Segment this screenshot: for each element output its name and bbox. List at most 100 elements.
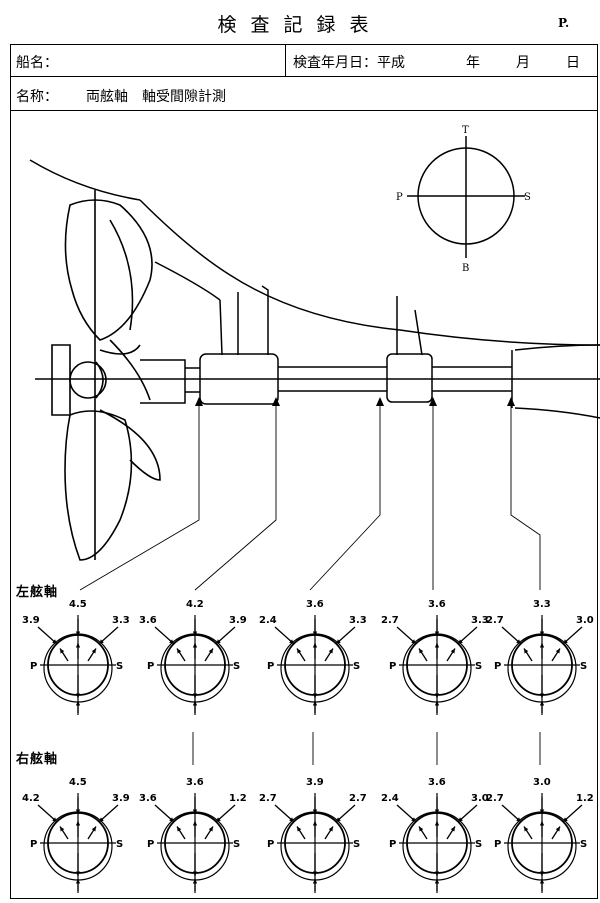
port-gauge-3-top-arrow-head	[312, 631, 318, 636]
inspection-date-label: 検査年月日：平成	[293, 55, 405, 71]
starboard-gauge-4-right-inner-arrow-head	[450, 826, 455, 832]
port-gauge-3-left-value: 2.4	[259, 615, 277, 626]
propeller	[51, 190, 161, 561]
starboard-gauge-3-right-inner-arrow-head	[328, 826, 333, 832]
starboard-gauge-2-left-arrow-head	[169, 817, 174, 822]
starboard-gauge-4-right-value: 3.0	[471, 793, 489, 804]
starboard-gauge-1-port-label: P	[30, 839, 37, 850]
starboard-gauge-2-bottom-arrow-head	[192, 871, 198, 876]
starboard-gauge-5-left-arrow-head	[516, 817, 521, 822]
port-gauge-2-right-inner-arrow-head	[208, 648, 213, 654]
starboard-gauge-1-right-arrow-head	[99, 817, 104, 822]
starboard-gauge-4-bottom-arrow-head	[434, 871, 440, 876]
port-gauge-4-right-arrow-head	[458, 639, 463, 644]
starboard-gauge-5-top-value: 3.0	[533, 777, 551, 788]
port-gauge-3-right-arrow-head	[336, 639, 341, 644]
port-gauge-4-top-inner-arrow-head	[434, 643, 440, 648]
starboard-gauge-3-starboard-label: S	[353, 839, 360, 850]
port-gauge-1-right-inner-arrow-head	[91, 648, 96, 654]
starboard-gauge-5-port-label: P	[494, 839, 501, 850]
port-gauge-3-starboard-label: S	[353, 661, 360, 672]
port-gauge-5-top-inner-arrow-head	[539, 643, 545, 648]
port-gauge-3-left-inner-arrow-head	[297, 648, 302, 654]
port-gauge-3-left-arrow-head	[289, 639, 294, 644]
port-gauge-5-top-arrow-head	[539, 631, 545, 636]
port-gauge-1-bottom-outer-arrow-head	[75, 701, 81, 706]
starboard-gauge-3-left-inner-arrow-head	[297, 826, 302, 832]
starboard-gauge-1-top-arrow-head	[75, 809, 81, 814]
starboard-gauge-4-port-label: P	[389, 839, 396, 850]
starboard-gauge-4-left-value: 2.4	[381, 793, 399, 804]
compass-starboard-label: S	[524, 192, 531, 203]
starboard-gauge-2-left-value: 3.6	[139, 793, 157, 804]
starboard-gauge-3-right-arrow-head	[336, 817, 341, 822]
hull-outline	[29, 159, 600, 419]
name-label: 名称：	[16, 89, 58, 105]
port-gauge-2-right-arrow-head	[216, 639, 221, 644]
starboard-gauge-4-top-arrow-head	[434, 809, 440, 814]
port-gauge-5-bottom-outer-arrow-head	[539, 701, 545, 706]
starboard-gauge-3-right-value: 2.7	[349, 793, 367, 804]
port-gauge-1-left-value: 3.9	[22, 615, 40, 626]
port-gauge-1-port-label: P	[30, 661, 37, 672]
port-gauge-3-bottom-arrow-head	[312, 693, 318, 698]
starboard-gauge-3-left-arrow-head	[289, 817, 294, 822]
starboard-gauge-3-top-value: 3.9	[306, 777, 324, 788]
port-gauge-5-left-arrow-head	[516, 639, 521, 644]
compass-port-label: P	[396, 192, 403, 203]
starboard-gauge-4-bottom-outer-arrow-head	[434, 879, 440, 884]
starboard-gauge-2-right-arrow-head	[216, 817, 221, 822]
port-gauge-5-left-inner-arrow-head	[524, 648, 529, 654]
starboard-gauge-3-top-arrow-head	[312, 809, 318, 814]
starboard-gauge-1-starboard-label: S	[116, 839, 123, 850]
compass-bottom-label: B	[462, 263, 469, 274]
starboard-gauge-4-top-inner-arrow-head	[434, 821, 440, 826]
port-gauge-1-top-arrow-head	[75, 631, 81, 636]
starboard-gauge-4-left-inner-arrow-head	[419, 826, 424, 832]
name-value: 両舷軸 軸受間隙計測	[86, 89, 226, 105]
port-gauge-1-right-value: 3.3	[112, 615, 130, 626]
starboard-gauge-2-right-value: 1.2	[229, 793, 247, 804]
port-gauge-2-left-arrow-head	[169, 639, 174, 644]
port-gauge-4-left-inner-arrow-head	[419, 648, 424, 654]
port-shaft-label: 左舷軸	[16, 585, 59, 600]
starboard-gauge-1-bottom-arrow-head	[75, 871, 81, 876]
starboard-gauge-1-bottom-outer-arrow-head	[75, 879, 81, 884]
port-gauge-4-right-inner-arrow-head	[450, 648, 455, 654]
starboard-gauge-5-left-inner-arrow-head	[524, 826, 529, 832]
starboard-gauge-4-left-arrow-head	[411, 817, 416, 822]
document-title: 検査記録表	[217, 14, 383, 36]
leader-arrowheads	[195, 397, 515, 406]
starboard-gauge-4: P S 3.6 2.4 3.0	[381, 777, 489, 893]
orientation-compass	[407, 136, 525, 258]
year-label: 年	[466, 55, 480, 71]
starboard-gauge-2-top-arrow-head	[192, 809, 198, 814]
port-gauge-2-top-value: 4.2	[186, 599, 204, 610]
port-gauge-5-bottom-arrow-head	[539, 693, 545, 698]
port-gauge-5-port-label: P	[494, 661, 501, 672]
port-gauge-4-left-arrow-head	[411, 639, 416, 644]
port-gauge-4-port-label: P	[389, 661, 396, 672]
starboard-shaft-label: 右舷軸	[16, 752, 59, 767]
port-gauge-2-bottom-arrow-head	[192, 693, 198, 698]
port-gauge-5-right-value: 3.0	[576, 615, 594, 626]
starboard-gauge-2-top-inner-arrow-head	[192, 821, 198, 826]
header-divider	[285, 44, 286, 77]
starboard-gauge-4-top-value: 3.6	[428, 777, 446, 788]
port-gauge-5-right-arrow-head	[563, 639, 568, 644]
port-gauge-4-starboard-label: S	[475, 661, 482, 672]
leader-lines	[79, 405, 541, 765]
starboard-gauge-4-starboard-label: S	[475, 839, 482, 850]
port-gauge-3-right-value: 3.3	[349, 615, 367, 626]
port-gauge-3-right-inner-arrow-head	[328, 648, 333, 654]
port-gauge-5-top-value: 3.3	[533, 599, 551, 610]
port-gauge-3-top-value: 3.6	[306, 599, 324, 610]
starboard-gauge-1-left-inner-arrow-head	[60, 826, 65, 832]
starboard-gauge-5-right-inner-arrow-head	[555, 826, 560, 832]
